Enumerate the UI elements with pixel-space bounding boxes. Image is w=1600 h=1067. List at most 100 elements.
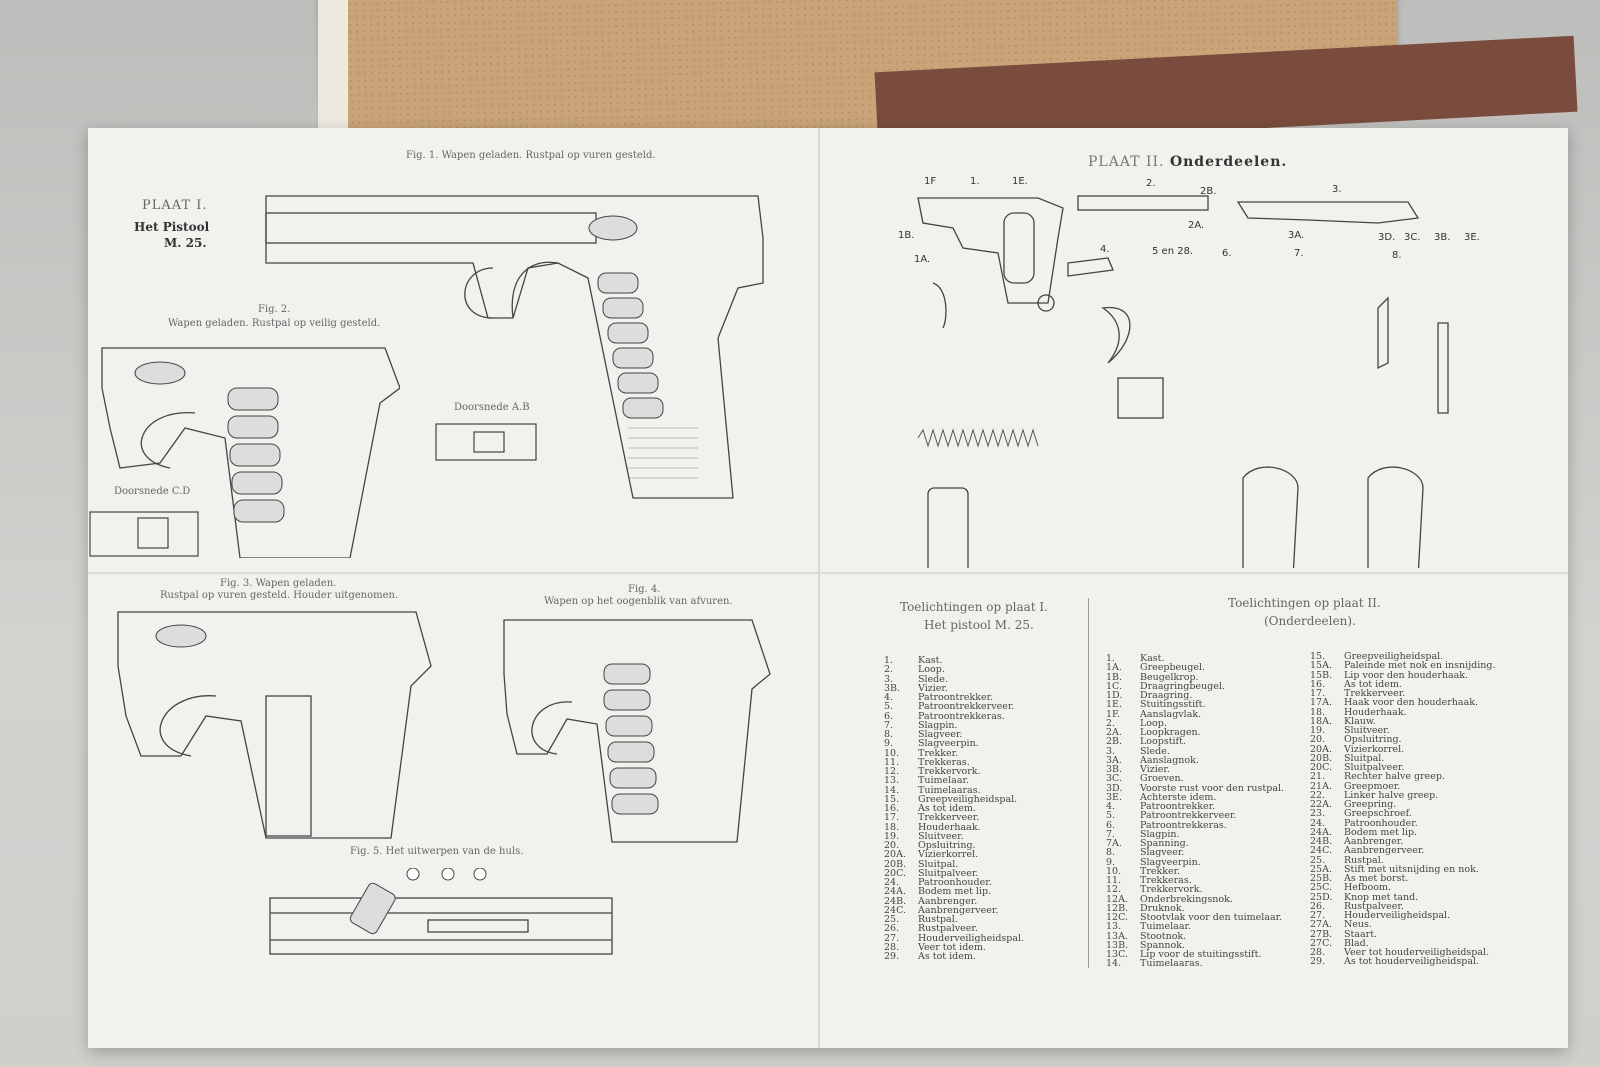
legend-item-number: 24.	[1310, 817, 1326, 829]
legend-item-number: 13C.	[1106, 949, 1129, 960]
part-label: 2B.	[1200, 186, 1217, 197]
part-label: 6.	[1222, 248, 1232, 259]
legend-item-text: Trekkeras.	[918, 756, 970, 768]
part-label: 3E.	[1464, 232, 1480, 243]
legend-item: 15.Greepveiligheidspal.	[1310, 652, 1496, 662]
legend-item: 20.Opsluitring.	[1310, 735, 1496, 745]
legend-item-text: Kast.	[918, 655, 943, 666]
section-cd-label: Doorsnede C.D	[114, 486, 191, 497]
legend-item-text: Slede.	[1140, 745, 1170, 757]
legend-item: 13B.Spannok.	[1106, 939, 1284, 951]
legend-item-text: Draagringbeugel.	[1140, 680, 1225, 692]
plate1-subtitle: Het Pistool	[134, 220, 210, 234]
legend-item: 1.Kast.	[884, 655, 1024, 666]
legend-item-text: Groeven.	[1140, 773, 1184, 785]
legend-item-number: 3B.	[884, 682, 901, 694]
legend-item-text: Trekker.	[918, 747, 959, 759]
legend-item-number: 10.	[884, 747, 900, 759]
legend-item-text: Slagveer.	[918, 729, 963, 740]
legend-item: 12B.Druknok.	[1106, 903, 1284, 913]
legend-item-number: 27.	[884, 932, 900, 944]
legend-item-text: Aanbrengerveer.	[1344, 845, 1425, 857]
legend-item-text: Houderveiligheidspal.	[1344, 910, 1451, 921]
legend-item-text: Aanslagvlak.	[1140, 708, 1202, 720]
legend-item-text: Trekker.	[1140, 865, 1181, 877]
legend-item-number: 12.	[1106, 884, 1122, 896]
legend-item: 5.Patroontrekkerveer.	[1106, 811, 1284, 821]
legend-item-text: Tuimelaar.	[918, 775, 970, 787]
legend-item-number: 24A.	[1310, 826, 1332, 838]
legend-item-number: 6.	[1106, 819, 1116, 831]
legend-item-text: Houderveiligheidspal.	[918, 932, 1025, 944]
manual-sheet: PLAAT I. Het Pistool M. 25. Fig. 1. Wape…	[88, 128, 1568, 1048]
legend-item-number: 14.	[884, 784, 900, 796]
legend-item-text: Sluitveer.	[918, 830, 964, 842]
vertical-fold	[818, 128, 820, 1048]
legend-item-text: Veer tot houderveiligheidspal.	[1344, 947, 1490, 958]
legend-item-text: Sluitveer.	[1344, 725, 1390, 736]
part-label: 1B.	[898, 230, 915, 241]
legend-item-number: 27A.	[1310, 919, 1332, 931]
legend-item-number: 8.	[884, 729, 894, 740]
legend-item-text: Spannok.	[1140, 939, 1185, 951]
legend-item-number: 20.	[884, 840, 900, 851]
legend-item-number: 25.	[884, 914, 900, 925]
legend-item: 24B.Aanbrenger.	[884, 895, 1024, 907]
legend-item: 28.Veer tot houderveiligheidspal.	[1310, 947, 1496, 958]
legend-item-number: 2.	[1106, 717, 1116, 729]
legend-item-text: Slagveer.	[1140, 847, 1185, 859]
legend-item-text: As met borst.	[1344, 873, 1409, 884]
part-label: 3D.	[1378, 232, 1396, 243]
legend-item-number: 11.	[884, 756, 900, 768]
legend-item-text: Rustpal.	[918, 914, 958, 925]
legend-item-text: Beugelkrop.	[1140, 671, 1199, 683]
legend-item-number: 24B.	[1310, 836, 1333, 847]
legend-item-text: Patroontrekker.	[918, 692, 994, 703]
legend-item: 3.Slede.	[884, 674, 1024, 684]
legend-item-number: 24C.	[884, 904, 907, 916]
legend-item-text: Trekkeras.	[1140, 875, 1192, 886]
legend-item: 17A. Haak voor den houderhaak.	[1310, 697, 1496, 709]
legend-item-number: 21A.	[1310, 780, 1332, 792]
legend-item-text: Haak voor den houderhaak.	[1344, 697, 1479, 709]
legend-item: 17.Trekkerveer.	[1310, 689, 1496, 699]
legend-item: 20C.Sluitpalveer.	[884, 867, 1024, 879]
legend-item-text: Sluitpal.	[1344, 752, 1385, 764]
legend-item-text: Greepveiligheidspal.	[918, 793, 1018, 805]
fig3-number: Fig. 3. Wapen geladen.	[220, 578, 337, 589]
legend-item-text: Slagveerpin.	[1140, 856, 1201, 868]
legend-item: 25B.As met borst.	[1310, 873, 1496, 884]
legend-item-text: As tot idem.	[1344, 678, 1402, 690]
plate1-model: M. 25.	[164, 236, 207, 250]
legend-item-text: Hefboom.	[1344, 882, 1391, 894]
legend-item: 13.Tuimelaar.	[884, 775, 1024, 787]
legend-item: 27. Houderveiligheidspal.	[884, 932, 1025, 944]
legend-item-text: Sluitpalveer.	[918, 867, 979, 879]
legend-item: 24A.Bodem met lip.	[1310, 826, 1496, 838]
legend-item-text: Aanbrenger.	[918, 895, 978, 907]
legend-item-text: Patroontrekkerveer.	[918, 701, 1015, 713]
legend-item: 1C.Draagringbeugel.	[1106, 680, 1284, 692]
legend-item-text: Patroonhouder.	[1344, 817, 1418, 829]
legend-item: 2B.Loopstift.	[1106, 737, 1284, 747]
legend-item-number: 1.	[1106, 653, 1116, 664]
part-label: 8.	[1392, 250, 1402, 261]
part-label: 1.	[970, 176, 980, 187]
legend-item-number: 20A.	[884, 849, 906, 861]
part-label: 3B.	[1434, 232, 1451, 243]
legend-item-text: Rechter halve greep.	[1344, 771, 1446, 783]
legend-item-text: Stuitingsstift.	[1140, 699, 1206, 711]
fig2-caption: Wapen geladen. Rustpal op veilig gesteld…	[168, 318, 381, 329]
legend-item-text: Lip voor de stuitingsstift.	[1140, 949, 1262, 960]
legend-item-number: 17A.	[1310, 697, 1332, 709]
legend-item-number: 2A.	[1106, 727, 1122, 738]
legend-item: 16.As tot idem.	[884, 804, 1024, 814]
legend-item-text: Blad.	[1344, 937, 1369, 949]
legend-item: 10. Trekker.	[884, 747, 1024, 759]
legend-item: 18.Houderhaak.	[884, 822, 1024, 832]
legend-item-text: Vizier.	[1140, 764, 1170, 775]
legend-item-text: Trekkerveer.	[918, 812, 980, 824]
legend-item: 22.Linker halve greep.	[1310, 790, 1496, 800]
legend-item: 15A.Paleinde met nok en insnijding.	[1310, 661, 1496, 671]
legend-item-text: As tot houderveiligheidspal.	[1344, 956, 1480, 968]
